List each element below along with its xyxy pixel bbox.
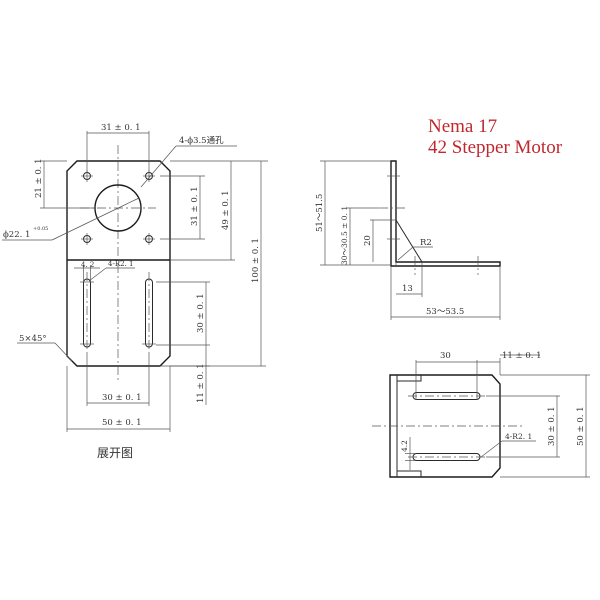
dim-base-slot-radius: 4-R2. 1	[505, 432, 532, 441]
dim-gusset-height: 20	[363, 235, 373, 246]
title-line-2: 42 Stepper Motor	[428, 137, 563, 158]
dim-base-width: 50 ± 0. 1	[576, 406, 586, 446]
dim-hole-spacing-top: 31 ± 0. 1	[101, 123, 141, 133]
dim-total-length: 100 ± 0. 1	[251, 238, 261, 283]
dim-width: 50 ± 0. 1	[102, 418, 142, 428]
dim-slot-to-bottom: 11 ± 0. 1	[196, 363, 206, 403]
mounting-slots	[80, 272, 156, 352]
dim-leg-length: 53～53.5	[426, 307, 464, 317]
dim-bore: ϕ22. 1	[3, 230, 30, 240]
dim-bore-tolerance: +0.05	[33, 226, 48, 232]
dim-base-slot-spacing: 30 ± 0. 1	[547, 406, 557, 446]
dim-gusset-base: 13	[402, 284, 413, 294]
base-plate-outline	[389, 374, 501, 478]
dim-through-holes: 4-ϕ3.5通孔	[179, 135, 224, 146]
bracket-profile	[390, 160, 501, 267]
base-view: 30 11 ± 0. 1 4.2 4-R2. 1 30 ± 0. 1	[372, 351, 590, 478]
bolt-holes	[81, 170, 155, 245]
gusset	[395, 219, 423, 263]
dim-slot-width: 4. 2	[81, 261, 94, 269]
dim-base-slot-width: 4.2	[400, 440, 409, 452]
dim-to-bend: 49 ± 0. 1	[221, 190, 231, 230]
dim-slot-spacing: 30 ± 0. 1	[102, 393, 142, 403]
dim-base-slot-length: 30	[440, 351, 451, 361]
dim-top-to-hole: 21 ± 0. 1	[34, 158, 44, 198]
dim-side-height: 51～51.5	[315, 194, 325, 232]
dim-bend-height: 30～30.5 ± 0. 1	[340, 206, 349, 265]
side-view: 51～51.5 30～30.5 ± 0. 1 20 R2 13 53～53.5	[315, 160, 501, 320]
dim-base-slot-offset: 11 ± 0. 1	[502, 351, 542, 361]
dim-chamfer: 5×45°	[19, 334, 47, 344]
dim-radius: R2	[420, 238, 432, 248]
dim-slot-length: 30 ± 0. 1	[196, 293, 206, 333]
flat-view: 31 ± 0. 1 4-ϕ3.5通孔 21 ± 0. 1 ϕ22. 1 +0.0…	[2, 123, 268, 460]
title-line-1: Nema 17	[428, 116, 498, 137]
dim-hole-spacing-vert: 31 ± 0. 1	[190, 186, 200, 226]
flat-view-caption: 展开图	[97, 446, 133, 460]
dim-slot-radius: 4-R2. 1	[108, 260, 133, 268]
